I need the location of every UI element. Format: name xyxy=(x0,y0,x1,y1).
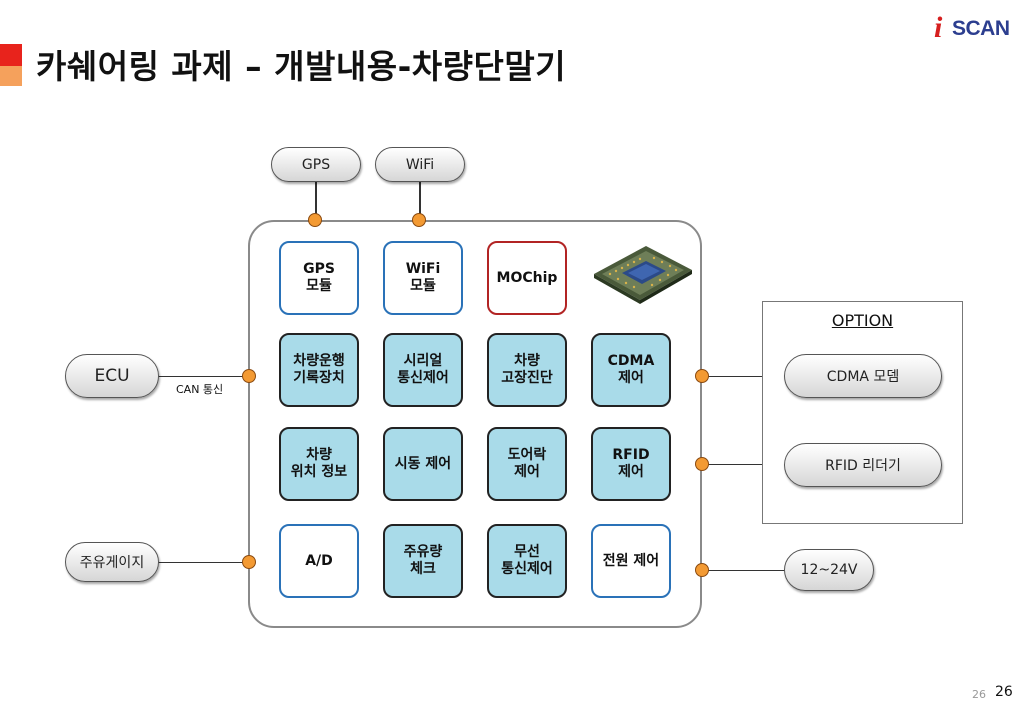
gps-module: GPS 모듈 xyxy=(279,241,359,315)
fuel-gauge-pill: 주유게이지 xyxy=(65,542,159,582)
option-group xyxy=(762,301,963,524)
rfid-connector-dot xyxy=(695,457,709,471)
power-range-pill: 12~24V xyxy=(784,549,874,591)
power-connector-dot xyxy=(695,563,709,577)
gps-connector-line xyxy=(315,182,317,220)
cdma-control-module: CDMA 제어 xyxy=(591,333,671,407)
title-accent-red xyxy=(0,44,22,66)
mochip-module: MOChip xyxy=(487,241,567,315)
page-number-small: 26 xyxy=(972,688,986,701)
ecu-connector-line xyxy=(158,376,250,378)
power-control-module: 전원 제어 xyxy=(591,524,671,598)
logo-mark: i xyxy=(934,11,943,44)
wifi-connector-line xyxy=(419,182,421,220)
option-label: OPTION xyxy=(831,311,894,330)
logo-text: SCAN xyxy=(952,17,1010,40)
gps-connector-dot xyxy=(308,213,322,227)
rfid-control-module: RFID 제어 xyxy=(591,427,671,501)
cdma-modem-pill: CDMA 모뎀 xyxy=(784,354,942,398)
rfid-reader-pill: RFID 리더기 xyxy=(784,443,942,487)
wireless-comm-control-module: 무선 통신제어 xyxy=(487,524,567,598)
wifi-connector-dot xyxy=(412,213,426,227)
driving-recorder-module: 차량운행 기록장치 xyxy=(279,333,359,407)
page-number: 26 xyxy=(995,684,1013,700)
can-comm-label: CAN 통신 xyxy=(176,383,224,396)
iscan-logo: i SCAN xyxy=(930,8,1016,44)
cdma-connector-dot xyxy=(695,369,709,383)
fuel-connector-line xyxy=(158,562,250,564)
door-lock-control-module: 도어락 제어 xyxy=(487,427,567,501)
power-connector-line xyxy=(702,570,786,572)
cdma-connector-line xyxy=(702,376,786,378)
page-title: 카쉐어링 과제 – 개발내용-차량단말기 xyxy=(36,47,567,86)
fuel-connector-dot xyxy=(242,555,256,569)
cpu-chip-icon xyxy=(588,240,696,304)
wifi-antenna-pill: WiFi xyxy=(375,147,465,182)
ecu-connector-dot xyxy=(242,369,256,383)
location-info-module: 차량 위치 정보 xyxy=(279,427,359,501)
serial-comm-control-module: 시리얼 통신제어 xyxy=(383,333,463,407)
ad-module: A/D xyxy=(279,524,359,598)
wifi-module: WiFi 모듈 xyxy=(383,241,463,315)
title-accent-orange xyxy=(0,66,22,86)
rfid-connector-line xyxy=(702,464,786,466)
fault-diagnosis-module: 차량 고장진단 xyxy=(487,333,567,407)
gps-antenna-pill: GPS xyxy=(271,147,361,182)
ecu-pill: ECU xyxy=(65,354,159,398)
ignition-control-module: 시동 제어 xyxy=(383,427,463,501)
fuel-check-module: 주유량 체크 xyxy=(383,524,463,598)
